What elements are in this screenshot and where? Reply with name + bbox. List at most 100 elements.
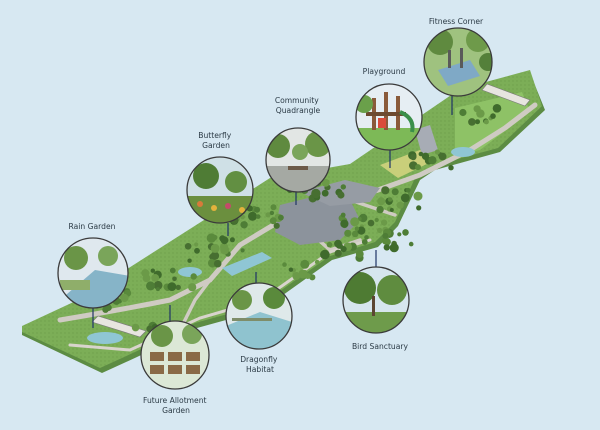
- fitness-corner-label: Fitness Corner: [429, 17, 484, 26]
- playground-shelter: [415, 125, 438, 155]
- tree: [151, 274, 160, 282]
- tree: [391, 188, 399, 196]
- tree: [270, 204, 277, 211]
- tree: [357, 226, 366, 235]
- tree: [387, 197, 393, 202]
- rain-garden-label: Rain Garden: [69, 222, 116, 231]
- bridge-left: [91, 315, 147, 338]
- playground-callout[interactable]: [355, 83, 423, 151]
- tree: [240, 221, 248, 229]
- butterfly-garden-label: Butterfly Garden: [198, 131, 233, 150]
- tree: [311, 188, 321, 199]
- tree: [374, 217, 379, 223]
- tree: [337, 191, 345, 199]
- tree: [381, 219, 388, 226]
- tree: [153, 280, 163, 290]
- connector-lines: [92, 96, 453, 328]
- dragonfly-habitat-label: Dragonfly Habitat: [240, 355, 280, 374]
- tree: [105, 304, 112, 312]
- future-allotment-garden-callout[interactable]: [140, 320, 210, 390]
- tree: [340, 184, 346, 190]
- playground-label: Playground: [363, 67, 406, 76]
- tree: [190, 273, 197, 280]
- tree: [273, 222, 280, 229]
- butterfly-garden-callout[interactable]: [186, 156, 254, 224]
- tree: [210, 251, 220, 260]
- tree: [492, 104, 502, 113]
- tree: [326, 241, 333, 248]
- tree: [288, 267, 294, 272]
- tree: [188, 283, 197, 292]
- rain-garden-pond: [87, 332, 123, 344]
- dragonfly-pond: [178, 267, 202, 277]
- tree: [141, 269, 150, 278]
- tree: [169, 267, 176, 274]
- tree: [354, 226, 360, 231]
- tree: [213, 259, 222, 268]
- bird-sanctuary-label: Bird Sanctuary: [352, 342, 409, 351]
- tree: [172, 276, 177, 282]
- tree: [351, 230, 359, 238]
- bridge-right: [481, 83, 531, 107]
- tree: [344, 229, 352, 237]
- quadrangle-plaza: [275, 195, 360, 245]
- tree: [377, 227, 383, 233]
- tree: [321, 189, 329, 197]
- tree: [269, 210, 275, 216]
- tree: [364, 235, 369, 240]
- dragonfly-pool: [222, 252, 272, 276]
- tree: [421, 152, 430, 160]
- fitness-corner-callout[interactable]: [423, 27, 497, 98]
- tree: [382, 232, 389, 239]
- tree: [265, 212, 271, 218]
- bird-sanctuary-callout[interactable]: [342, 266, 410, 334]
- community-quadrangle-callout[interactable]: [265, 127, 331, 193]
- tree: [340, 246, 347, 253]
- playground-pad: [380, 150, 435, 178]
- tree: [210, 243, 220, 253]
- tree: [282, 262, 287, 267]
- tree: [405, 187, 411, 193]
- tree: [206, 233, 217, 243]
- tree: [292, 272, 301, 280]
- tree: [175, 284, 181, 290]
- tree: [434, 149, 440, 155]
- tree: [120, 293, 129, 303]
- tree: [254, 206, 261, 213]
- tree: [389, 243, 399, 253]
- tree: [377, 197, 386, 206]
- tree: [194, 242, 199, 247]
- tree: [415, 164, 421, 171]
- tree: [350, 217, 360, 227]
- tree: [475, 119, 480, 125]
- tree: [376, 205, 384, 214]
- tree: [321, 179, 330, 187]
- tree: [361, 239, 368, 245]
- tree: [320, 249, 330, 260]
- community-quadrangle-label: Community Quadrangle: [275, 96, 321, 115]
- tree: [476, 109, 485, 118]
- tree: [334, 239, 342, 248]
- tree: [278, 214, 284, 221]
- tree: [483, 119, 489, 125]
- rain-garden-callout[interactable]: [57, 237, 130, 309]
- tree: [367, 219, 375, 227]
- tree: [408, 241, 414, 247]
- tree: [229, 237, 235, 243]
- tree: [389, 208, 394, 212]
- tree: [167, 282, 177, 291]
- tree: [410, 153, 417, 161]
- future-allotment-garden-label: Future Allotment Garden: [143, 396, 209, 415]
- tree: [248, 211, 257, 221]
- tree: [298, 269, 308, 279]
- tree: [413, 191, 423, 201]
- tree: [314, 259, 320, 265]
- tree: [383, 244, 390, 251]
- tree: [355, 250, 364, 258]
- tree: [334, 249, 342, 257]
- tree: [194, 247, 200, 254]
- tree: [220, 242, 229, 252]
- dragonfly-habitat-callout[interactable]: [225, 282, 293, 350]
- tree: [448, 165, 454, 171]
- fitness-pond: [451, 147, 475, 157]
